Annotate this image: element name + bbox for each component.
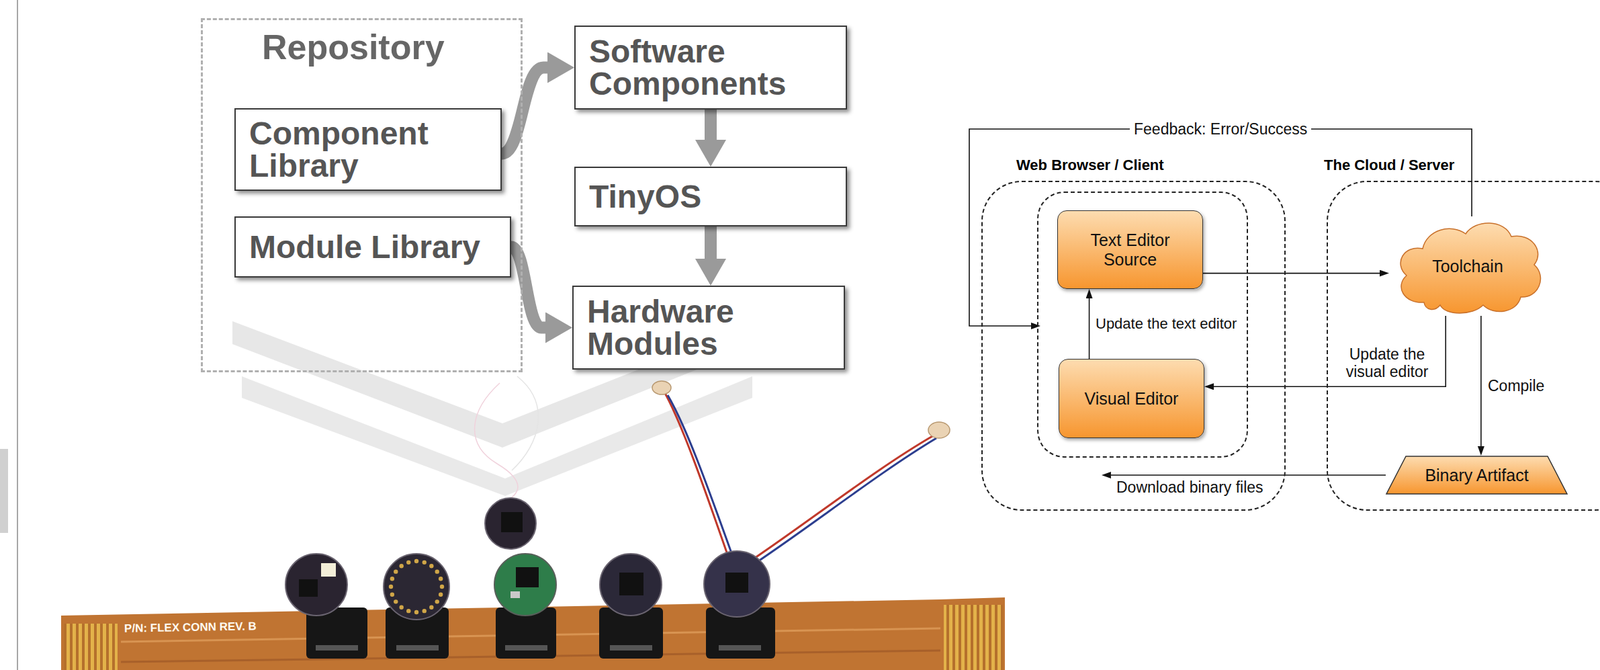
gold-pins: [943, 604, 1003, 670]
library-box: Component Library: [234, 108, 502, 191]
socket-detail: [718, 644, 762, 651]
layer-box: TinyOS: [574, 166, 848, 227]
thin-wire: [474, 382, 518, 503]
thin-wire: [511, 376, 539, 471]
library-box: Module Library: [234, 216, 512, 278]
pad-dot: [398, 563, 404, 568]
editor-box: Visual Editor: [1058, 358, 1205, 438]
module: [703, 550, 770, 617]
pad-dot: [388, 584, 393, 589]
block-arrow: [511, 247, 546, 328]
pad-dot: [422, 560, 427, 565]
pad-dot: [438, 592, 443, 597]
node-label: TinyOS: [589, 180, 702, 213]
artifact-trapezoid: Binary Artifact: [1385, 455, 1568, 495]
block-arrow: [704, 226, 717, 259]
toolchain-cloud: Toolchain: [1389, 216, 1547, 316]
node-label: Binary Artifact: [1424, 465, 1529, 485]
pad-dot: [429, 605, 434, 610]
pad-dot: [393, 568, 398, 573]
node-label: Component Library: [249, 117, 487, 183]
module: [383, 553, 450, 620]
pad-dot: [398, 605, 404, 610]
pad-dot: [390, 592, 395, 597]
edge-tab: [0, 448, 9, 533]
pad-dot: [429, 563, 434, 568]
sockets: [306, 607, 776, 659]
pad-dot: [414, 558, 419, 563]
node-label: Text Editor Source: [1065, 230, 1195, 270]
node-label: Visual Editor: [1084, 388, 1179, 409]
chevron: [241, 376, 753, 496]
module: [484, 497, 537, 549]
socket-detail: [315, 644, 359, 651]
edge-label: Compile: [1487, 376, 1545, 395]
pad-dot: [390, 576, 395, 581]
trapezoid-shape: [1386, 456, 1568, 494]
sensor: [652, 380, 672, 395]
pad-dot: [435, 599, 440, 604]
chip: [298, 579, 318, 597]
cloud-shape: [1400, 223, 1541, 314]
chip: [725, 572, 749, 593]
flow-arrow: [1203, 272, 1380, 275]
edge-label: Update the visual editor: [1336, 345, 1438, 381]
module: [285, 553, 348, 616]
socket-detail: [609, 644, 653, 651]
pad-dot: [406, 608, 411, 613]
pad-dot: [406, 560, 411, 565]
wire: [667, 394, 737, 568]
node-label: Toolchain: [1432, 256, 1504, 277]
flow-arrow: [1088, 298, 1091, 359]
client-region: Web Browser / ClientText Editor SourceVi…: [981, 180, 1286, 511]
editor-box: Text Editor Source: [1057, 210, 1204, 289]
chip: [501, 511, 523, 532]
wires: [652, 380, 950, 571]
wire: [664, 392, 733, 568]
module: [599, 553, 662, 616]
block-arrow: [704, 109, 717, 140]
node-label: Module Library: [249, 231, 481, 264]
chip: [515, 566, 539, 588]
module-part: [510, 591, 520, 598]
wire: [744, 437, 937, 571]
part-marking: P/N: FLEX CONN REV. B: [124, 619, 257, 635]
chip: [619, 572, 644, 596]
pad-dot: [422, 608, 427, 613]
flow-arrow: [1110, 474, 1386, 476]
block-arrow: [501, 67, 548, 154]
region-title: The Cloud / Server: [1323, 156, 1455, 174]
pad-dot: [439, 584, 444, 589]
module-part: [321, 562, 336, 577]
flow-arrow: [969, 128, 1472, 326]
layer-box: Hardware Modules: [572, 285, 846, 370]
gold-pins: [63, 623, 118, 670]
pad-dot: [435, 568, 440, 573]
flow-arrow: [1480, 315, 1482, 447]
module: [494, 553, 557, 616]
region-title: Web Browser / Client: [1016, 156, 1165, 174]
socket-detail: [505, 644, 548, 651]
region-title: Repository: [261, 26, 445, 68]
pad-dot: [414, 609, 419, 614]
layer-box: Software Components: [574, 25, 848, 110]
sensor: [928, 421, 950, 438]
node-label: Hardware Modules: [587, 295, 831, 361]
repository-region: RepositoryComponent LibraryModule Librar…: [200, 18, 523, 373]
pad-dot: [393, 599, 398, 604]
page-border: [16, 0, 19, 670]
pad-dot: [438, 576, 443, 581]
wire: [742, 435, 934, 567]
flow-arrow: [1213, 315, 1446, 387]
edge-label: Update the text editor: [1095, 315, 1237, 332]
socket-detail: [396, 644, 439, 651]
edge-label: Feedback: Error/Success: [1129, 120, 1312, 138]
modules: [285, 497, 770, 620]
edge-label: Download binary files: [1116, 478, 1264, 496]
node-label: Software Components: [589, 35, 833, 101]
